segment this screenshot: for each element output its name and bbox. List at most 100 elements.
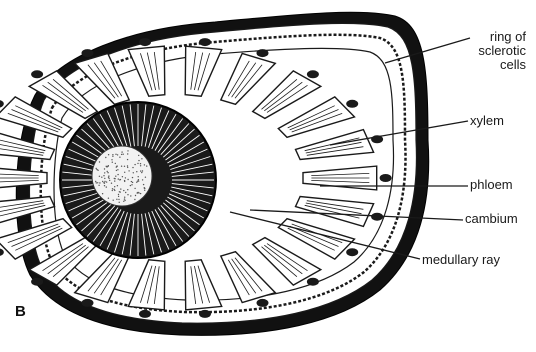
pith-dot: [142, 170, 143, 171]
pith-dot: [112, 156, 113, 157]
label-ring-line1: ring of: [436, 30, 526, 44]
pith-dot: [118, 178, 119, 179]
pith-dot: [134, 164, 135, 165]
pith-dot: [127, 165, 128, 166]
phloem-cap: [139, 310, 151, 318]
pith-dot: [124, 197, 125, 198]
pith-dot: [102, 181, 103, 182]
pith-dot: [140, 165, 141, 166]
pith-dot: [121, 154, 122, 155]
pith-dot: [136, 171, 137, 172]
pith-dot: [124, 198, 125, 199]
pith-dot: [112, 154, 113, 155]
phloem-cap: [31, 70, 43, 78]
pith-dot: [119, 179, 120, 180]
pith-dot: [95, 181, 96, 182]
pith-dot: [99, 182, 100, 183]
pith-dot: [104, 183, 105, 184]
pith-dot: [112, 162, 113, 163]
phloem-cap: [380, 174, 392, 182]
phloem-cap: [346, 248, 358, 256]
pith-dot: [104, 172, 105, 173]
pith-dot: [104, 181, 105, 182]
pith-dot: [138, 160, 139, 161]
pith-dot: [108, 175, 109, 176]
pith-dot: [124, 172, 125, 173]
pith-dot: [96, 182, 97, 183]
pith-dot: [137, 181, 138, 182]
phloem-cap: [346, 100, 358, 108]
pith-dot: [144, 187, 145, 188]
pith-dot: [107, 172, 108, 173]
pith-dot: [118, 194, 119, 195]
label-ring-of-sclerotic-cells: ring of sclerotic cells: [436, 30, 526, 72]
phloem-cap: [0, 100, 4, 108]
pith-dot: [123, 154, 124, 155]
pith-dot: [99, 161, 100, 162]
pith-dot: [111, 183, 112, 184]
pith-dot: [113, 200, 114, 201]
pith-dot: [127, 153, 128, 154]
pith-dot: [140, 170, 141, 171]
pith: [92, 146, 152, 206]
pith-dot: [114, 186, 115, 187]
pith-dot: [145, 177, 146, 178]
pith-dot: [123, 201, 124, 202]
pith-dot: [109, 180, 110, 181]
pith-dot: [128, 170, 129, 171]
pith-dot: [104, 168, 105, 169]
pith-dot: [132, 167, 133, 168]
pith-dot: [99, 176, 100, 177]
pith-dot: [115, 176, 116, 177]
pith-dot: [115, 163, 116, 164]
pith-dot: [116, 199, 117, 200]
pith-dot: [96, 169, 97, 170]
pith-dot: [133, 172, 134, 173]
pith-dot: [108, 154, 109, 155]
pith-dot: [137, 163, 138, 164]
pith-dot: [131, 184, 132, 185]
phloem-cap: [82, 299, 94, 307]
phloem-cap: [307, 70, 319, 78]
pith-dot: [97, 182, 98, 183]
pith-dot: [107, 171, 108, 172]
pith-dot: [114, 189, 115, 190]
pith-dot: [135, 195, 136, 196]
pith-dot: [101, 177, 102, 178]
pith-dot: [144, 164, 145, 165]
pith-dot: [127, 167, 128, 168]
pith-dot: [131, 181, 132, 182]
pith-dot: [112, 188, 113, 189]
pith-dot: [138, 155, 139, 156]
label-phloem: phloem: [470, 178, 513, 192]
pith-dot: [116, 170, 117, 171]
pith-dot: [134, 199, 135, 200]
pith-dot: [116, 165, 117, 166]
pith-dot: [102, 193, 103, 194]
pith-dot: [111, 159, 112, 160]
pith-dot: [96, 168, 97, 169]
pith-dot: [118, 199, 119, 200]
pith-dot: [140, 163, 141, 164]
label-ring-line3: cells: [436, 58, 526, 72]
phloem-cap: [257, 299, 269, 307]
pith-dot: [124, 200, 125, 201]
pith-dot: [123, 190, 124, 191]
pith-dot: [117, 185, 118, 186]
pith-dot: [132, 177, 133, 178]
pith-dot: [127, 179, 128, 180]
pith-dot: [141, 158, 142, 159]
pith-dot: [130, 185, 131, 186]
pith-dot: [108, 165, 109, 166]
phloem-cap: [199, 310, 211, 318]
phloem-cap: [0, 248, 4, 256]
pith-dot: [143, 184, 144, 185]
phloem-cap: [31, 278, 43, 286]
label-medullary-ray: medullary ray: [422, 253, 500, 267]
pith-dot: [138, 179, 139, 180]
pith-dot: [117, 169, 118, 170]
pith-dot: [112, 190, 113, 191]
pith-dot: [114, 180, 115, 181]
pith-dot: [127, 189, 128, 190]
pith-dot: [108, 198, 109, 199]
